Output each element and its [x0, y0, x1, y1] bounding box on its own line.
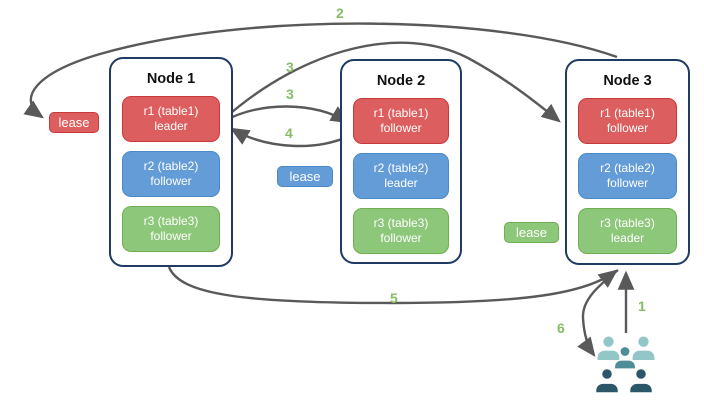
replica-name: r3 (table3) — [373, 216, 429, 230]
node-1-title: Node 1 — [146, 71, 196, 87]
arrow-step2-lease-check — [23, 22, 618, 119]
step-label-5: 5 — [390, 290, 398, 306]
lease-badge-table1: lease — [49, 112, 99, 133]
replica-name: r2 (table2) — [600, 161, 655, 175]
replica-name: r3 (table3) — [143, 214, 199, 228]
step-label-3a: 3 — [286, 59, 294, 75]
node-3-replica-r1: r1 (table1) follower — [578, 98, 677, 144]
node-2-replica-r1: r1 (table1) follower — [353, 98, 449, 144]
node-3-title: Node 3 — [603, 73, 652, 89]
node-2-title: Node 2 — [376, 73, 426, 89]
node-3-replica-r3: r3 (table3) leader — [578, 208, 677, 254]
node-3: Node 3 r1 (table1) follower r2 (table2) … — [565, 59, 690, 265]
step-label-6: 6 — [557, 320, 565, 336]
replica-role: leader — [154, 119, 188, 133]
node-1-replica-r1: r1 (table1) leader — [122, 96, 220, 142]
arrow-step4-ack-to-leader — [229, 127, 352, 148]
replica-role: follower — [150, 174, 192, 188]
arrow-step3-replicate-to-node3 — [224, 41, 561, 123]
replica-role: follower — [150, 229, 192, 243]
node-1-replica-r3: r3 (table3) follower — [122, 206, 220, 252]
replica-name: r1 (table1) — [143, 104, 199, 118]
person-icon — [628, 368, 654, 394]
node-1-replica-r2: r2 (table2) follower — [122, 151, 220, 197]
node-2: Node 2 r1 (table1) follower r2 (table2) … — [340, 59, 462, 264]
arrow-step5-forward-to-node3 — [167, 266, 618, 305]
replica-role: leader — [610, 231, 645, 245]
step-label-1: 1 — [638, 298, 646, 314]
person-icon — [632, 336, 655, 360]
replica-name: r3 (table3) — [600, 216, 655, 230]
replica-name: r1 (table1) — [600, 106, 655, 120]
step-label-3b: 3 — [286, 86, 294, 102]
replica-role: leader — [384, 176, 418, 190]
replica-name: r2 (table2) — [143, 159, 199, 173]
replica-name: r2 (table2) — [373, 161, 429, 175]
replica-role: follower — [606, 121, 649, 135]
node-1: Node 1 r1 (table1) leader r2 (table2) fo… — [109, 57, 233, 267]
lease-badge-table3: lease — [504, 222, 559, 243]
arrow-step6-client-response — [577, 269, 619, 357]
replica-role: follower — [606, 176, 649, 190]
replica-role: follower — [380, 231, 422, 245]
users-icon — [594, 336, 655, 394]
node-2-replica-r3: r3 (table3) follower — [353, 208, 449, 254]
arrow-step3-replicate-to-node2 — [223, 105, 351, 124]
person-icon — [597, 336, 620, 360]
node-3-replica-r2: r2 (table2) follower — [578, 153, 677, 199]
replica-role: follower — [380, 121, 422, 135]
lease-badge-table2: lease — [277, 166, 333, 187]
node-2-replica-r2: r2 (table2) leader — [353, 153, 449, 199]
step-label-2: 2 — [336, 5, 344, 21]
replica-name: r1 (table1) — [373, 106, 429, 120]
person-icon — [594, 368, 620, 394]
step-label-4: 4 — [285, 125, 293, 141]
